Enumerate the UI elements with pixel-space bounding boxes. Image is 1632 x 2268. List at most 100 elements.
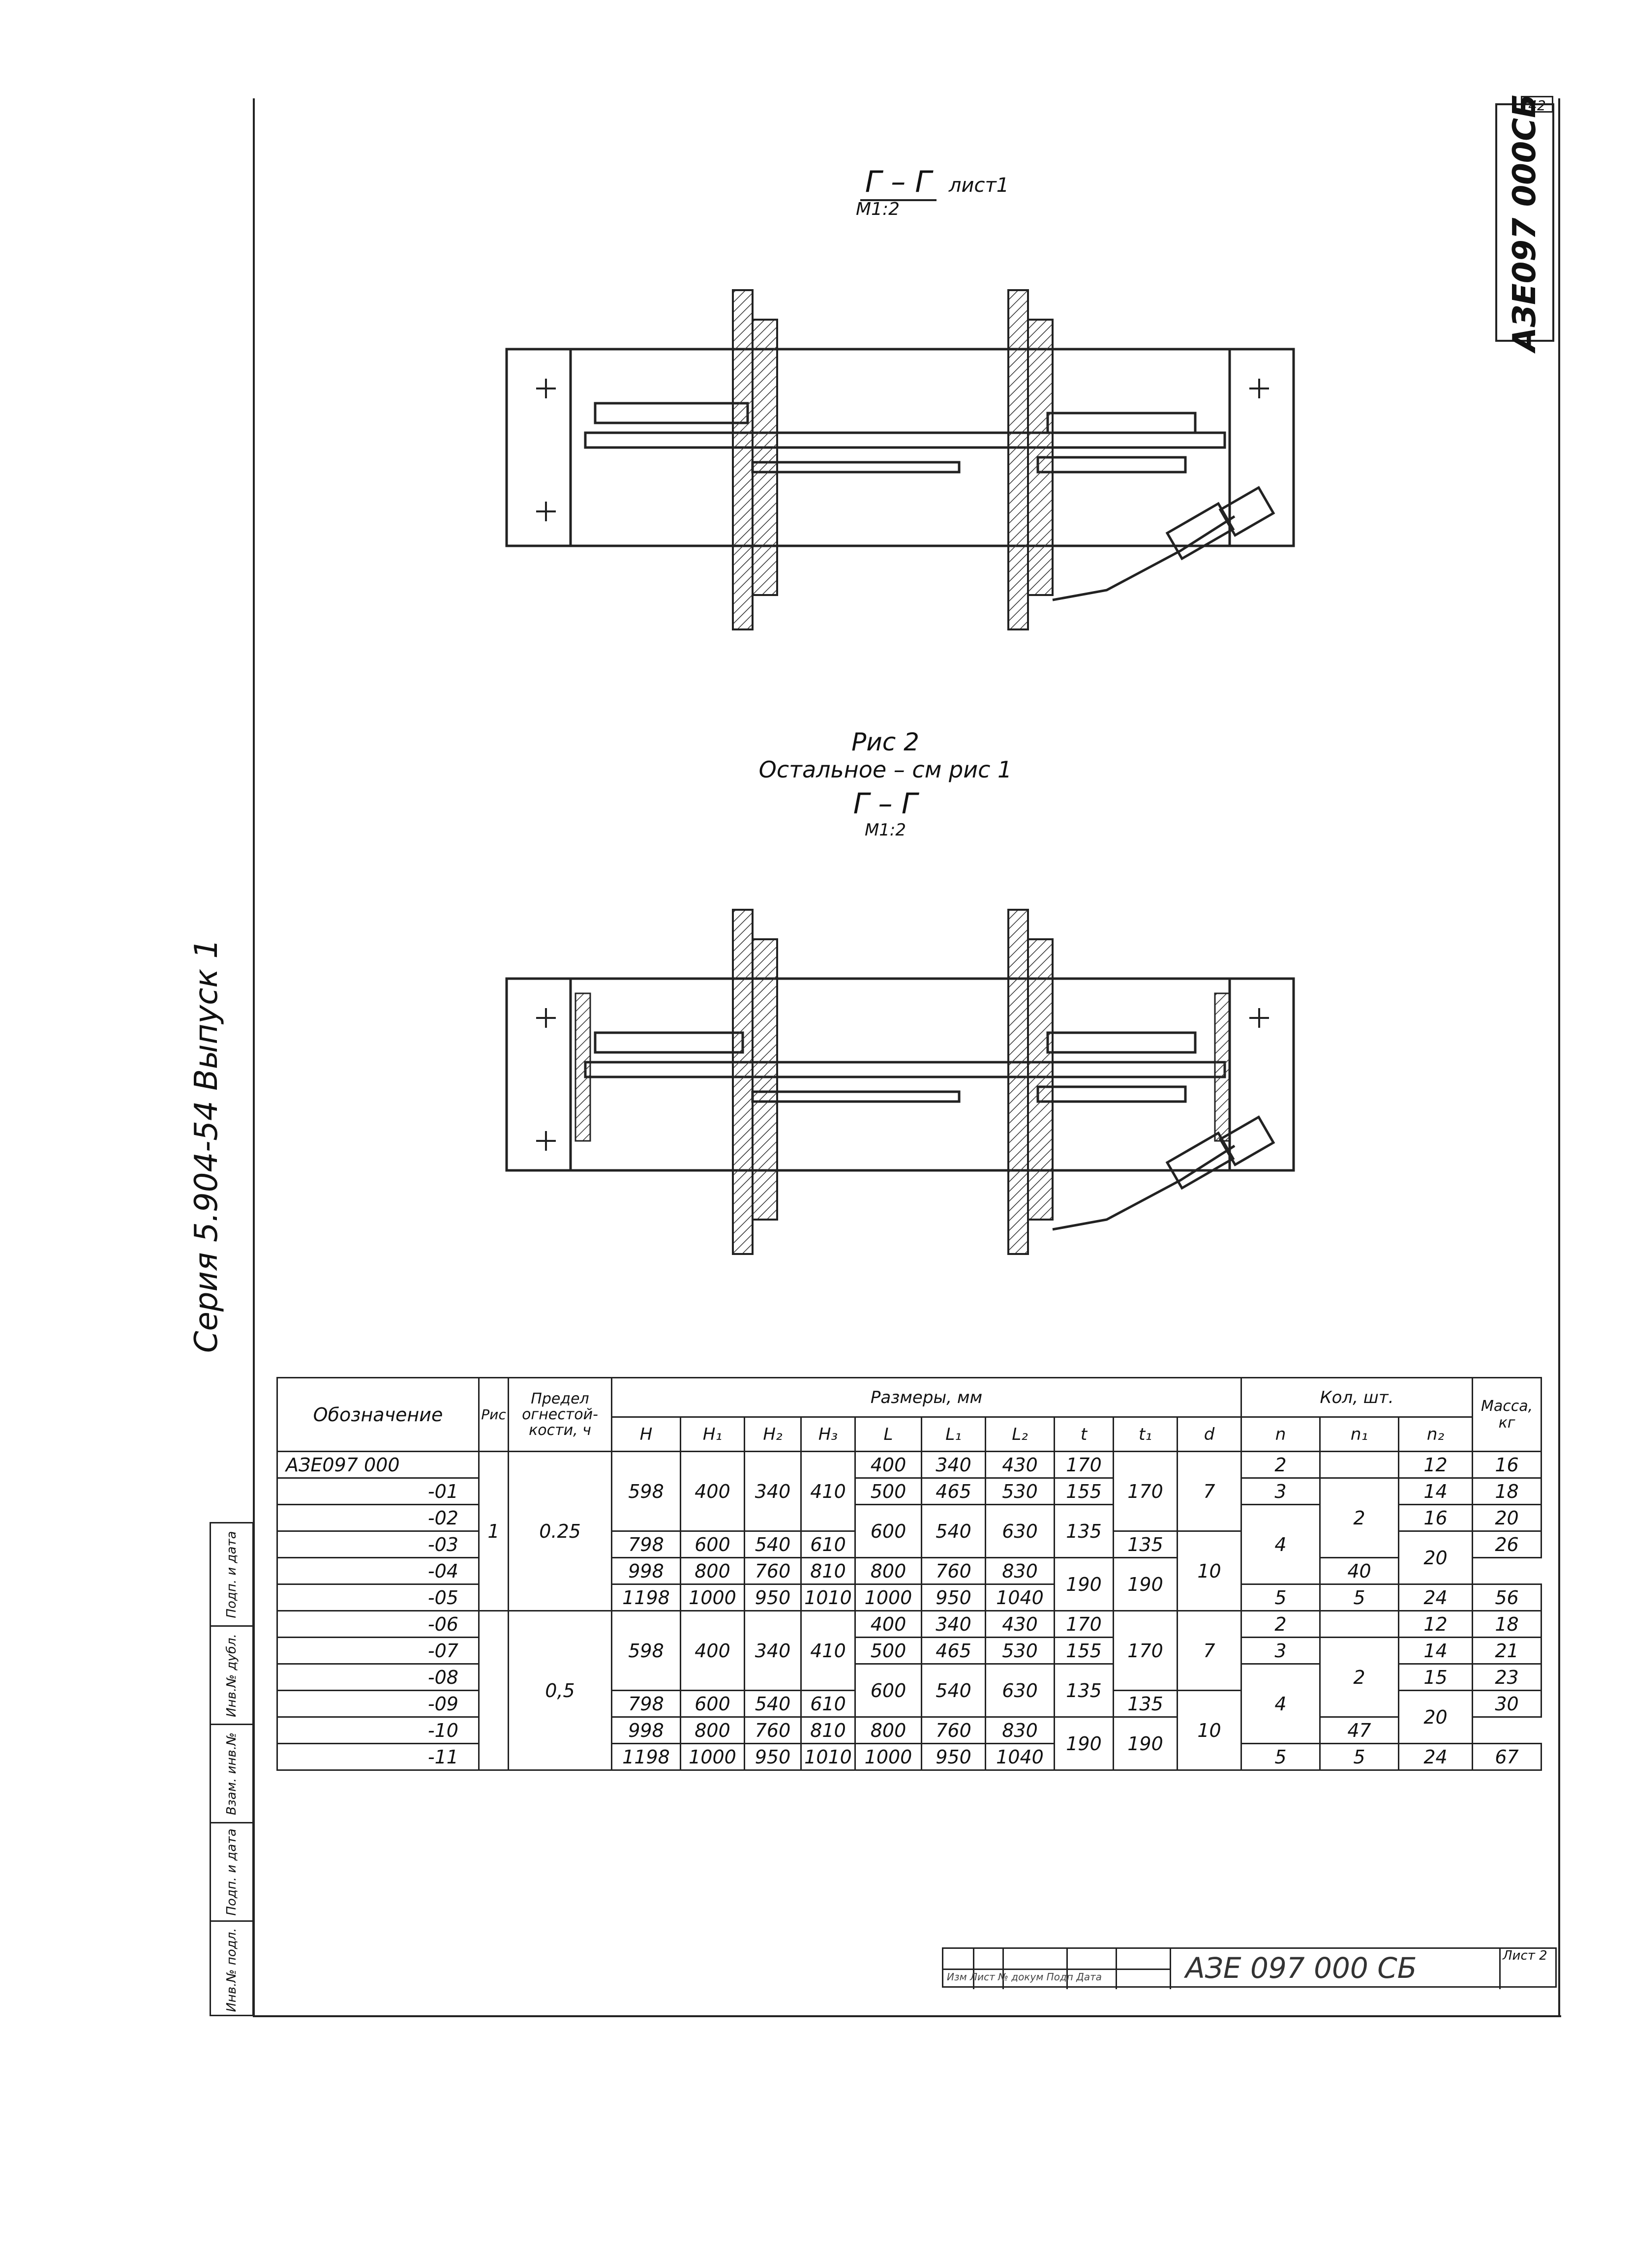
cell-des: -06 — [276, 1610, 480, 1638]
cell-m: 47 — [1319, 1716, 1400, 1744]
fig2-section: Г – Г — [853, 787, 918, 820]
cell-H: 998 — [611, 1557, 681, 1585]
title-block-code: АЗЕ 097 000 СБ — [1185, 1951, 1417, 1985]
cell-L: 500 — [854, 1477, 922, 1505]
cell-n1: 5 — [1319, 1743, 1400, 1771]
cell-t: 155 — [1054, 1477, 1114, 1505]
cell-m: 20 — [1472, 1504, 1542, 1532]
cell-t: 135 — [1054, 1504, 1114, 1558]
header-t: t — [1054, 1416, 1114, 1452]
cell-H: 1198 — [611, 1583, 681, 1611]
cell-des: -10 — [276, 1716, 480, 1744]
cell-L1: 950 — [921, 1743, 986, 1771]
cell-H1: 1000 — [680, 1583, 745, 1611]
cell-H2: 760 — [744, 1716, 802, 1744]
cell-L2: 530 — [985, 1637, 1055, 1665]
cell-H2: 540 — [744, 1530, 802, 1558]
header-designation: Обозначение — [276, 1377, 480, 1452]
header-t1: t₁ — [1113, 1416, 1178, 1452]
frame-left-border — [253, 98, 255, 2016]
cell-n: 4 — [1240, 1663, 1321, 1744]
fig1-scale: М1:2 — [856, 199, 900, 219]
cell-n2: 15 — [1398, 1663, 1474, 1691]
cell-H1: 1000 — [680, 1743, 745, 1771]
cell-H1: 800 — [680, 1716, 745, 1744]
cell-des: АЗЕ097 000 — [276, 1451, 480, 1479]
cell-H: 1198 — [611, 1743, 681, 1771]
cell-n1: 5 — [1319, 1583, 1400, 1611]
cell-H3: 410 — [800, 1451, 856, 1532]
insulation-plate-2 — [1007, 289, 1029, 630]
cell-d: 7 — [1176, 1610, 1242, 1691]
fig2-scale: М1:2 — [864, 820, 907, 840]
cell-n1 — [1319, 1610, 1400, 1638]
cell-L: 500 — [854, 1637, 922, 1665]
fig2-title: Рис 2 — [851, 728, 919, 756]
cell-d: 7 — [1176, 1451, 1242, 1532]
title-block-labels: Изм Лист № докум Подп Дата — [947, 1971, 1102, 1983]
cell-des: -08 — [276, 1663, 480, 1691]
cell-m: 26 — [1472, 1530, 1542, 1558]
cell-L1: 760 — [921, 1716, 986, 1744]
cell-H2: 340 — [744, 1610, 802, 1691]
cell-L: 1000 — [854, 1583, 922, 1611]
cell-H3: 1010 — [800, 1743, 856, 1771]
cell-m: 30 — [1472, 1690, 1542, 1718]
header-H3: H₃ — [800, 1416, 856, 1452]
title-block-rule — [943, 1969, 1170, 1970]
cell-L: 600 — [854, 1663, 922, 1718]
cell-m: 23 — [1472, 1663, 1542, 1691]
header-L: L — [854, 1416, 922, 1452]
insulation-plate-4 — [1007, 909, 1029, 1255]
cell-n: 2 — [1240, 1451, 1321, 1479]
cell-d: 10 — [1176, 1530, 1242, 1611]
cell-H3: 810 — [800, 1716, 856, 1744]
cell-m: 18 — [1472, 1477, 1542, 1505]
cell-n2: 20 — [1398, 1690, 1474, 1744]
side-cell-1: Подп. и дата — [211, 1523, 252, 1627]
header-H2: H₂ — [744, 1416, 802, 1452]
cell-fire: 0.25 — [508, 1451, 612, 1611]
cell-n: 3 — [1240, 1477, 1321, 1505]
cell-H1: 400 — [680, 1451, 745, 1532]
cell-H: 598 — [611, 1451, 681, 1532]
cell-L2: 530 — [985, 1477, 1055, 1505]
cell-n1 — [1319, 1451, 1400, 1479]
cell-n2: 14 — [1398, 1477, 1474, 1505]
series-text: Серия 5.904-54 Выпуск 1 — [188, 938, 225, 1353]
cell-t1: 170 — [1113, 1451, 1178, 1532]
cell-H3: 810 — [800, 1557, 856, 1585]
cell-L: 800 — [854, 1716, 922, 1744]
cell-H1: 800 — [680, 1557, 745, 1585]
cell-n: 5 — [1240, 1583, 1321, 1611]
cell-L1: 540 — [921, 1663, 986, 1718]
cell-n2: 14 — [1398, 1637, 1474, 1665]
fig1-section: Г – Г — [860, 165, 937, 201]
cell-des: -09 — [276, 1690, 480, 1718]
cell-t: 155 — [1054, 1637, 1114, 1665]
cell-H2: 540 — [744, 1690, 802, 1718]
cell-t1: 135 — [1113, 1530, 1178, 1558]
cell-fire: 0,5 — [508, 1610, 612, 1771]
cell-n2: 24 — [1398, 1583, 1474, 1611]
cell-H: 998 — [611, 1716, 681, 1744]
cell-n: 4 — [1240, 1504, 1321, 1585]
cell-L1: 540 — [921, 1504, 986, 1558]
section-drawing-2 — [505, 909, 1295, 1255]
cell-t: 170 — [1054, 1451, 1114, 1479]
cell-L1: 340 — [921, 1451, 986, 1479]
cell-n: 5 — [1240, 1743, 1321, 1771]
cell-L1: 950 — [921, 1583, 986, 1611]
cell-fig — [478, 1610, 509, 1771]
header-H: H — [611, 1416, 681, 1452]
cell-t1: 170 — [1113, 1610, 1178, 1691]
cell-H2: 760 — [744, 1557, 802, 1585]
header-n1: n₁ — [1319, 1416, 1400, 1452]
doc-code-box: АЗЕ097 000СБ — [1495, 94, 1554, 351]
cell-des: -05 — [276, 1583, 480, 1611]
